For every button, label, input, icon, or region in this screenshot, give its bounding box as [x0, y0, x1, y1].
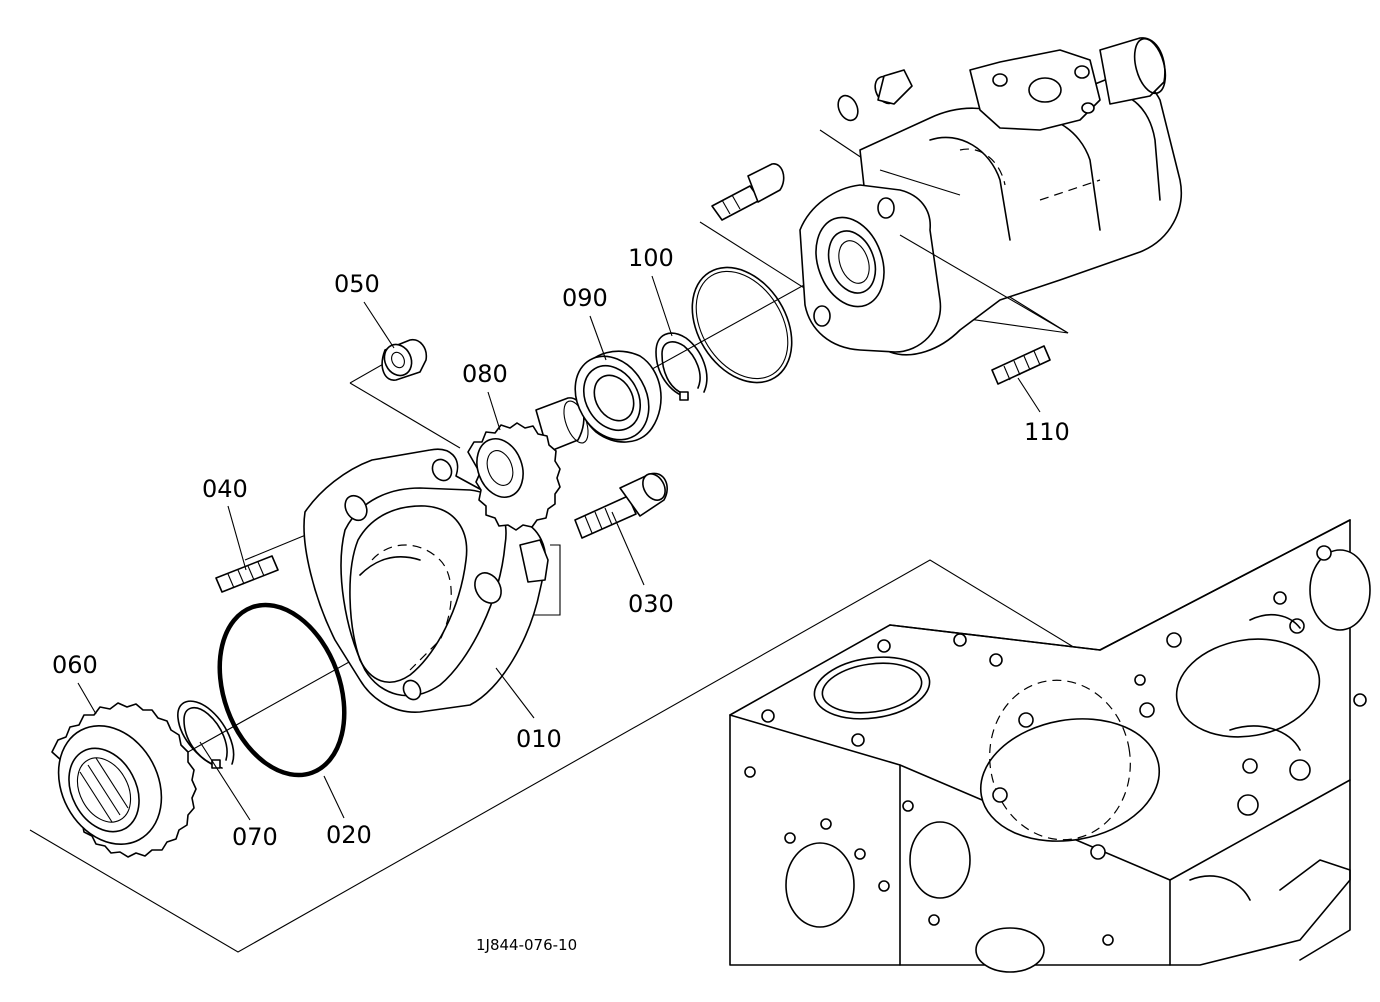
gear-060: [51, 702, 197, 858]
pump-fittings: [711, 69, 913, 221]
callout-090: 090: [562, 284, 608, 312]
callout-100: 100: [628, 244, 674, 272]
circlip-100: [655, 332, 708, 401]
callout-070: 070: [232, 823, 278, 851]
leader-lines: [77, 275, 1041, 821]
callout-030: 030: [628, 590, 674, 618]
o-ring-020: [217, 602, 347, 778]
part-callouts: 010 020 030 040 050 060 070 080 090 100 …: [52, 244, 1070, 851]
stud-040: [215, 555, 279, 593]
nut-050: [381, 338, 428, 381]
callout-010: 010: [516, 725, 562, 753]
gear-shaft-080: [467, 397, 589, 531]
callout-040: 040: [202, 475, 248, 503]
bearing-090: [574, 350, 662, 443]
hydraulic-pump-assembly: [799, 37, 1182, 356]
gasket-ring: [691, 266, 793, 384]
callout-110: 110: [1024, 418, 1070, 446]
callout-050: 050: [334, 270, 380, 298]
stud-110: [991, 345, 1051, 385]
callout-060: 060: [52, 651, 98, 679]
callout-080: 080: [462, 360, 508, 388]
engine-block: [729, 519, 1371, 973]
circlip-070: [177, 700, 235, 769]
callout-020: 020: [326, 821, 372, 849]
drawing-id: 1J844-076-10: [476, 936, 577, 954]
bolt-030: [574, 472, 668, 539]
